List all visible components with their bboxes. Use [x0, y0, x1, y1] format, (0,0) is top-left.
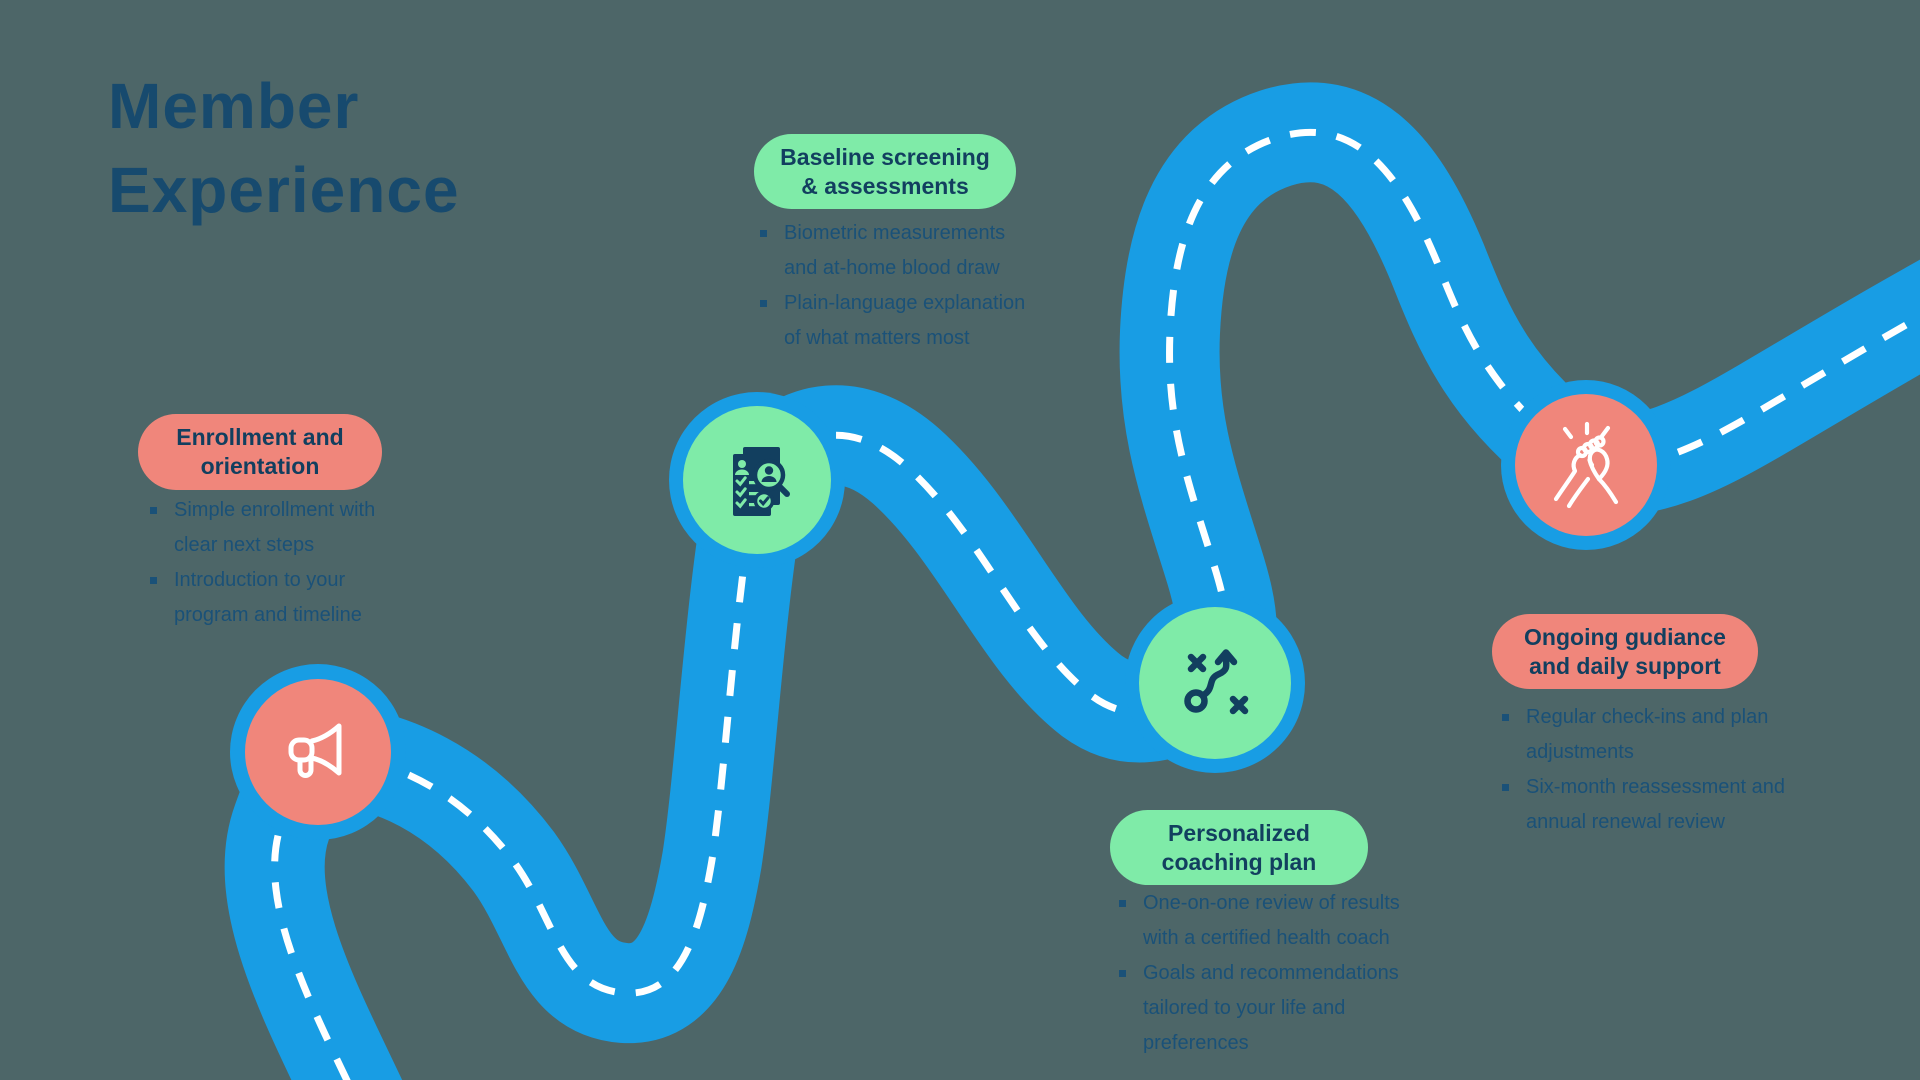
- bullet-item: Simple enrollment with clear next steps: [146, 493, 393, 563]
- bullet-item: Introduction to your program and timelin…: [146, 563, 393, 633]
- milestone-node-support: [1501, 380, 1671, 550]
- milestone-badge-enrollment: Enrollment and orientation: [138, 414, 382, 490]
- megaphone-icon: [288, 723, 342, 778]
- bullet-item: Goals and recommendations tailored to yo…: [1115, 956, 1417, 1061]
- milestone-node-enrollment: [230, 664, 406, 840]
- milestone-badge-coaching: Personalized coaching plan: [1110, 810, 1368, 885]
- milestone-bullets-coaching: One-on-one review of results with a cert…: [1115, 886, 1417, 1061]
- milestone-node-coaching: [1125, 593, 1305, 773]
- bullet-item: One-on-one review of results with a cert…: [1115, 886, 1417, 956]
- milestone-bullets-baseline: Biometric measurements and at-home blood…: [756, 216, 1028, 356]
- bullet-item: Six-month reassessment and annual renewa…: [1498, 770, 1810, 840]
- bullet-item: Regular check-ins and plan adjustments: [1498, 700, 1810, 770]
- road-path: [224, 82, 1920, 1080]
- clipboard-search-icon: [733, 447, 790, 516]
- milestone-bullets-enrollment: Simple enrollment with clear next steps …: [146, 493, 393, 633]
- milestone-bullets-support: Regular check-ins and plan adjustments S…: [1498, 700, 1810, 840]
- milestone-badge-support: Ongoing gudiance and daily support: [1492, 614, 1758, 689]
- handshake-icon: [1553, 421, 1619, 509]
- bullet-item: Plain-language explanation of what matte…: [756, 286, 1028, 356]
- page-title: Member Experience: [108, 70, 460, 226]
- strategy-icon: [1184, 649, 1249, 715]
- milestone-badge-baseline: Baseline screening & assessments: [754, 134, 1016, 209]
- bullet-item: Biometric measurements and at-home blood…: [756, 216, 1028, 286]
